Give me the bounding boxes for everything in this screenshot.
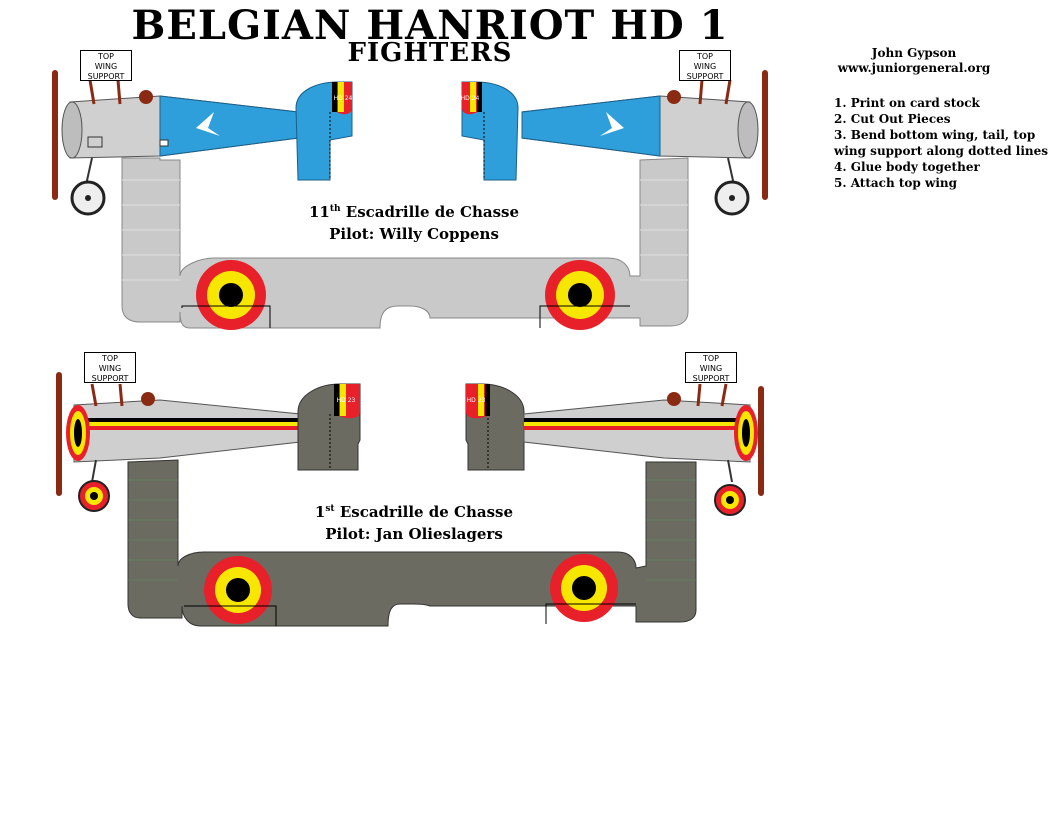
tail-code-text: HD 24: [334, 95, 353, 102]
instruction-step: 1. Print on card stock: [834, 96, 980, 110]
label-line: TOP: [696, 52, 713, 61]
author-name: John Gypson: [871, 46, 957, 60]
unit-suffix: th: [329, 204, 341, 214]
tail-code-text: HD 23: [467, 397, 486, 404]
instruction-list: 1. Print on card stock 2. Cut Out Pieces…: [834, 95, 1049, 191]
sheet-subtitle: FIGHTERS: [347, 38, 513, 68]
unit-number: 1: [314, 503, 326, 521]
aircraft-2-fuselage-right: [523, 383, 764, 516]
label-line: SUPPORT: [91, 374, 129, 383]
label-line: SUPPORT: [87, 72, 125, 81]
unit-suffix: st: [325, 504, 335, 514]
top-wing-support-label: TOP WING SUPPORT: [84, 352, 136, 383]
label-line: WING: [693, 62, 717, 71]
aircraft-2-tail-left: HD 23: [297, 383, 361, 471]
aircraft-1-caption: 11th Escadrille de Chasse Pilot: Willy C…: [264, 198, 564, 245]
credits: John Gypson www.juniorgeneral.org: [836, 46, 1036, 76]
aircraft-2-bottom-wing: [127, 459, 697, 627]
aircraft-2-tail-right: HD 23: [465, 383, 525, 471]
aircraft-2-caption: 1st Escadrille de Chasse Pilot: Jan Olie…: [264, 498, 564, 545]
top-wing-support-label: TOP WING SUPPORT: [679, 50, 731, 81]
unit-line: 11th Escadrille de Chasse: [264, 198, 564, 223]
aircraft-1-fuselage-right: [521, 70, 768, 216]
aircraft-1-tail-left: HD 24: [295, 81, 353, 181]
aircraft-2-fuselage-left: [56, 372, 301, 512]
instruction-step: 2. Cut Out Pieces: [834, 112, 951, 126]
label-line: SUPPORT: [686, 72, 724, 81]
roundel-icon: [196, 260, 266, 330]
roundel-icon: [204, 556, 272, 624]
aircraft-1-fuselage-left: [52, 70, 299, 216]
instruction-step: 5. Attach top wing: [834, 176, 957, 190]
aircraft-1-tail-right: HD 24: [461, 81, 519, 181]
instruction-step: wing support along dotted lines: [834, 144, 1049, 158]
unit-name: Escadrille de Chasse: [340, 203, 520, 221]
instruction-step: 3. Bend bottom wing, tail, top: [834, 128, 1036, 142]
label-line: TOP: [702, 354, 719, 363]
unit-name: Escadrille de Chasse: [334, 503, 514, 521]
label-line: TOP: [97, 52, 114, 61]
top-wing-support-label: TOP WING SUPPORT: [685, 352, 737, 383]
label-line: SUPPORT: [692, 374, 730, 383]
roundel-icon: [550, 554, 618, 622]
aircraft-1-bottom-wing: [121, 157, 689, 330]
unit-number: 11: [308, 203, 330, 221]
instruction-step: 4. Glue body together: [834, 160, 980, 174]
tail-code-text: HD 24: [461, 95, 480, 102]
tail-code-text: HD 23: [337, 397, 356, 404]
label-line: WING: [98, 364, 122, 373]
pilot-line: Pilot: Jan Olieslagers: [325, 525, 503, 543]
unit-line: 1st Escadrille de Chasse: [264, 498, 564, 523]
label-line: WING: [699, 364, 723, 373]
sheet-title: BELGIAN HANRIOT HD 1: [131, 2, 729, 49]
label-line: WING: [94, 62, 118, 71]
website-link[interactable]: www.juniorgeneral.org: [837, 61, 991, 75]
label-line: TOP: [101, 354, 118, 363]
top-wing-support-label: TOP WING SUPPORT: [80, 50, 132, 81]
roundel-icon: [545, 260, 615, 330]
pilot-line: Pilot: Willy Coppens: [329, 225, 499, 243]
